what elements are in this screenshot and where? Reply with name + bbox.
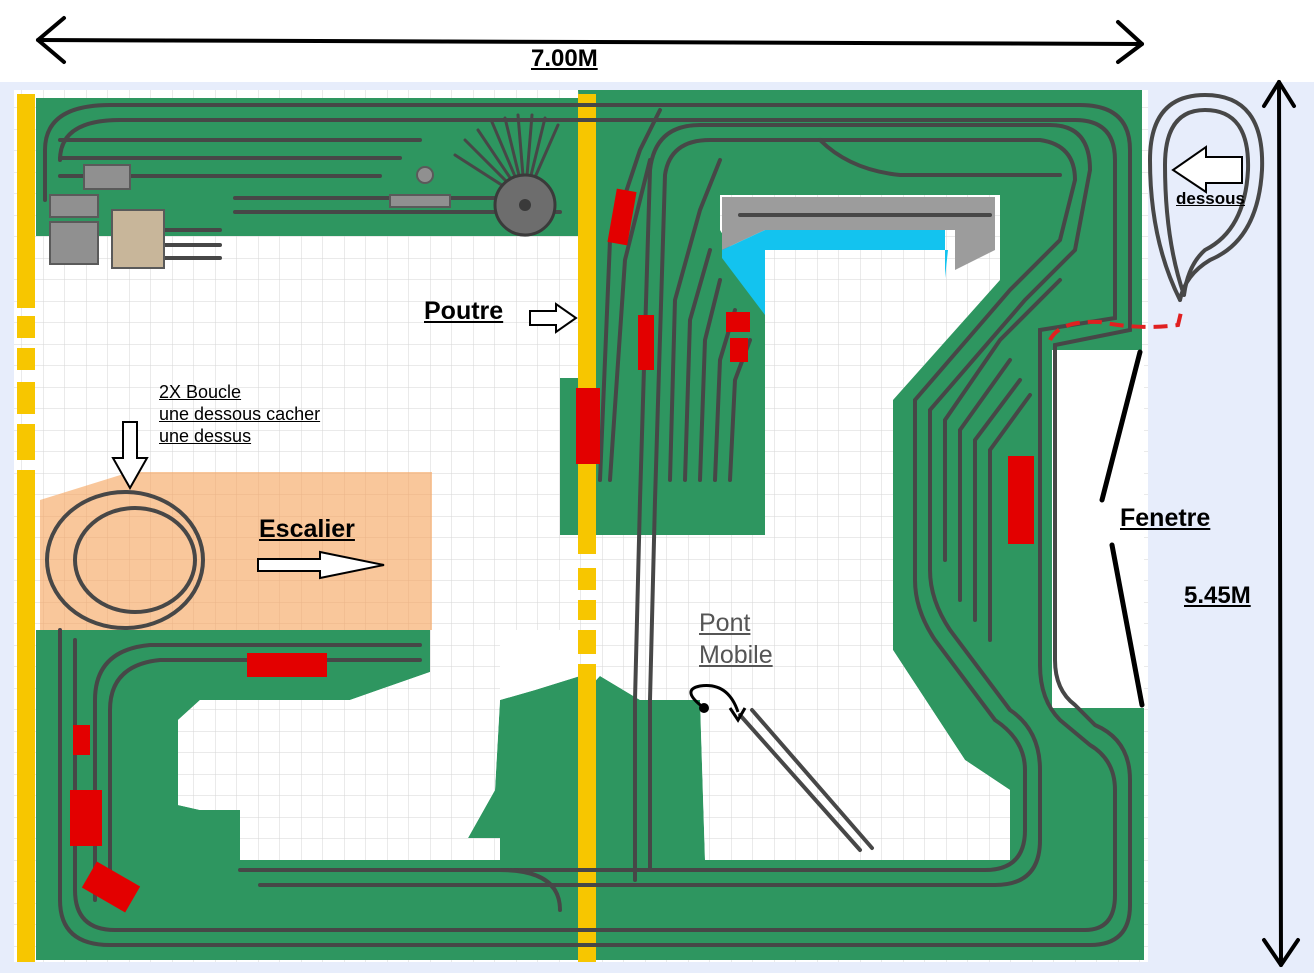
- width-arrow-right: [1116, 20, 1144, 64]
- pivot-dot-icon: [699, 703, 709, 713]
- beam-middle-seg: [578, 600, 596, 620]
- grey-building: [389, 194, 451, 208]
- red-building: [1008, 456, 1034, 544]
- height-arrow-top: [1262, 80, 1296, 108]
- track-moving-bridge-b: [750, 708, 874, 850]
- track-helix-outer: [45, 490, 205, 630]
- beam-left-seg: [17, 348, 35, 370]
- pont-mobile-label-line2: Mobile: [699, 641, 773, 669]
- red-building: [576, 388, 600, 464]
- beam-middle-seg: [578, 568, 596, 590]
- red-buildings: [70, 188, 1034, 913]
- grey-building: [111, 209, 165, 269]
- track-mainline-e: [973, 378, 1022, 622]
- beam-middle: [578, 94, 596, 554]
- poutre-arrow-icon: [529, 302, 578, 334]
- track-mainline-f: [988, 393, 1032, 642]
- track-yard-5: [698, 278, 722, 482]
- red-building: [70, 790, 102, 846]
- cutout-left-grid: [178, 630, 500, 860]
- window-lines: [1099, 349, 1145, 708]
- dessous-label: dessous: [1176, 189, 1245, 208]
- red-building: [730, 338, 748, 362]
- grey-building: [49, 221, 99, 265]
- boucle-label-line1: 2X Boucle: [159, 382, 242, 402]
- escalier-arrow-icon: [257, 550, 385, 580]
- track-top-center: [818, 138, 1062, 177]
- staircase-grid: [40, 472, 432, 630]
- rotate-arrow-icon: [689, 684, 740, 713]
- track-mainline-b: [258, 123, 1093, 887]
- rotate-arrow-head-icon: [728, 707, 747, 723]
- dimension-arrows: [36, 16, 1300, 967]
- track-outer-loop: [43, 103, 1132, 947]
- tracks: [43, 92, 1265, 947]
- width-dimension-line: [36, 38, 1144, 46]
- height-arrow-bottom: [1262, 938, 1300, 967]
- track-helix-inner: [73, 506, 197, 614]
- track-bottom-left-a: [93, 643, 422, 902]
- track-hidden-loop: [1147, 92, 1265, 302]
- boucle-label-line3: une dessus: [159, 426, 252, 446]
- track-yard-4: [683, 248, 712, 482]
- beam-middle-seg: [578, 664, 596, 962]
- beam-left-seg: [17, 382, 35, 414]
- track-moving-bridge-a: [738, 713, 862, 852]
- grey-building: [83, 164, 131, 190]
- fenetre-label: Fenetre: [1120, 504, 1211, 532]
- height-dimension-line: [1277, 80, 1283, 967]
- track-bottom-left-b: [108, 658, 422, 892]
- beam-left-seg: [17, 470, 35, 962]
- width-label: 7.00M: [531, 45, 598, 72]
- poutre-label: Poutre: [424, 297, 504, 325]
- escalier-label: Escalier: [259, 515, 355, 543]
- boucle-arrow-icon: [111, 421, 149, 491]
- dessous-arrow-icon: [1171, 145, 1243, 194]
- track-mainline-c: [943, 278, 1062, 562]
- harbour-water: [722, 230, 948, 315]
- track-mainline-d: [958, 358, 1012, 602]
- red-building: [726, 312, 750, 332]
- red-building: [607, 188, 637, 246]
- turntable-spokes: [453, 113, 560, 202]
- red-building: [247, 653, 327, 677]
- pont-mobile-label-line1: Pont: [699, 609, 751, 637]
- width-arrow-left: [36, 16, 66, 64]
- beam-middle-seg: [578, 630, 596, 654]
- track-yard-2: [608, 158, 652, 482]
- track-mainline-a: [248, 138, 1078, 872]
- cutout-left-green-fill: [430, 630, 580, 700]
- window-area: [1052, 350, 1144, 708]
- turntable-center: [519, 199, 531, 211]
- hidden-link: [1048, 307, 1184, 342]
- track-outer-loop-2: [58, 118, 1117, 932]
- red-building: [638, 315, 654, 370]
- red-building: [73, 725, 90, 755]
- red-building: [81, 861, 141, 913]
- track-hidden-loop-inner: [1162, 107, 1251, 297]
- grey-building: [416, 166, 434, 184]
- hollow-arrows: [111, 145, 1243, 580]
- beam-left-seg: [17, 316, 35, 338]
- height-label: 5.45M: [1184, 582, 1251, 609]
- beam-left-seg: [17, 424, 35, 460]
- track-yard-3: [668, 158, 722, 482]
- grey-building: [49, 194, 99, 218]
- grey-buildings: [49, 164, 451, 269]
- baseboard-top-right: [560, 90, 1144, 960]
- track-bottom-left-c: [238, 868, 562, 912]
- boucle-label-line2: une dessous cacher: [159, 404, 321, 424]
- baseboard-bottom-left: [36, 630, 580, 960]
- beam-left: [17, 94, 35, 308]
